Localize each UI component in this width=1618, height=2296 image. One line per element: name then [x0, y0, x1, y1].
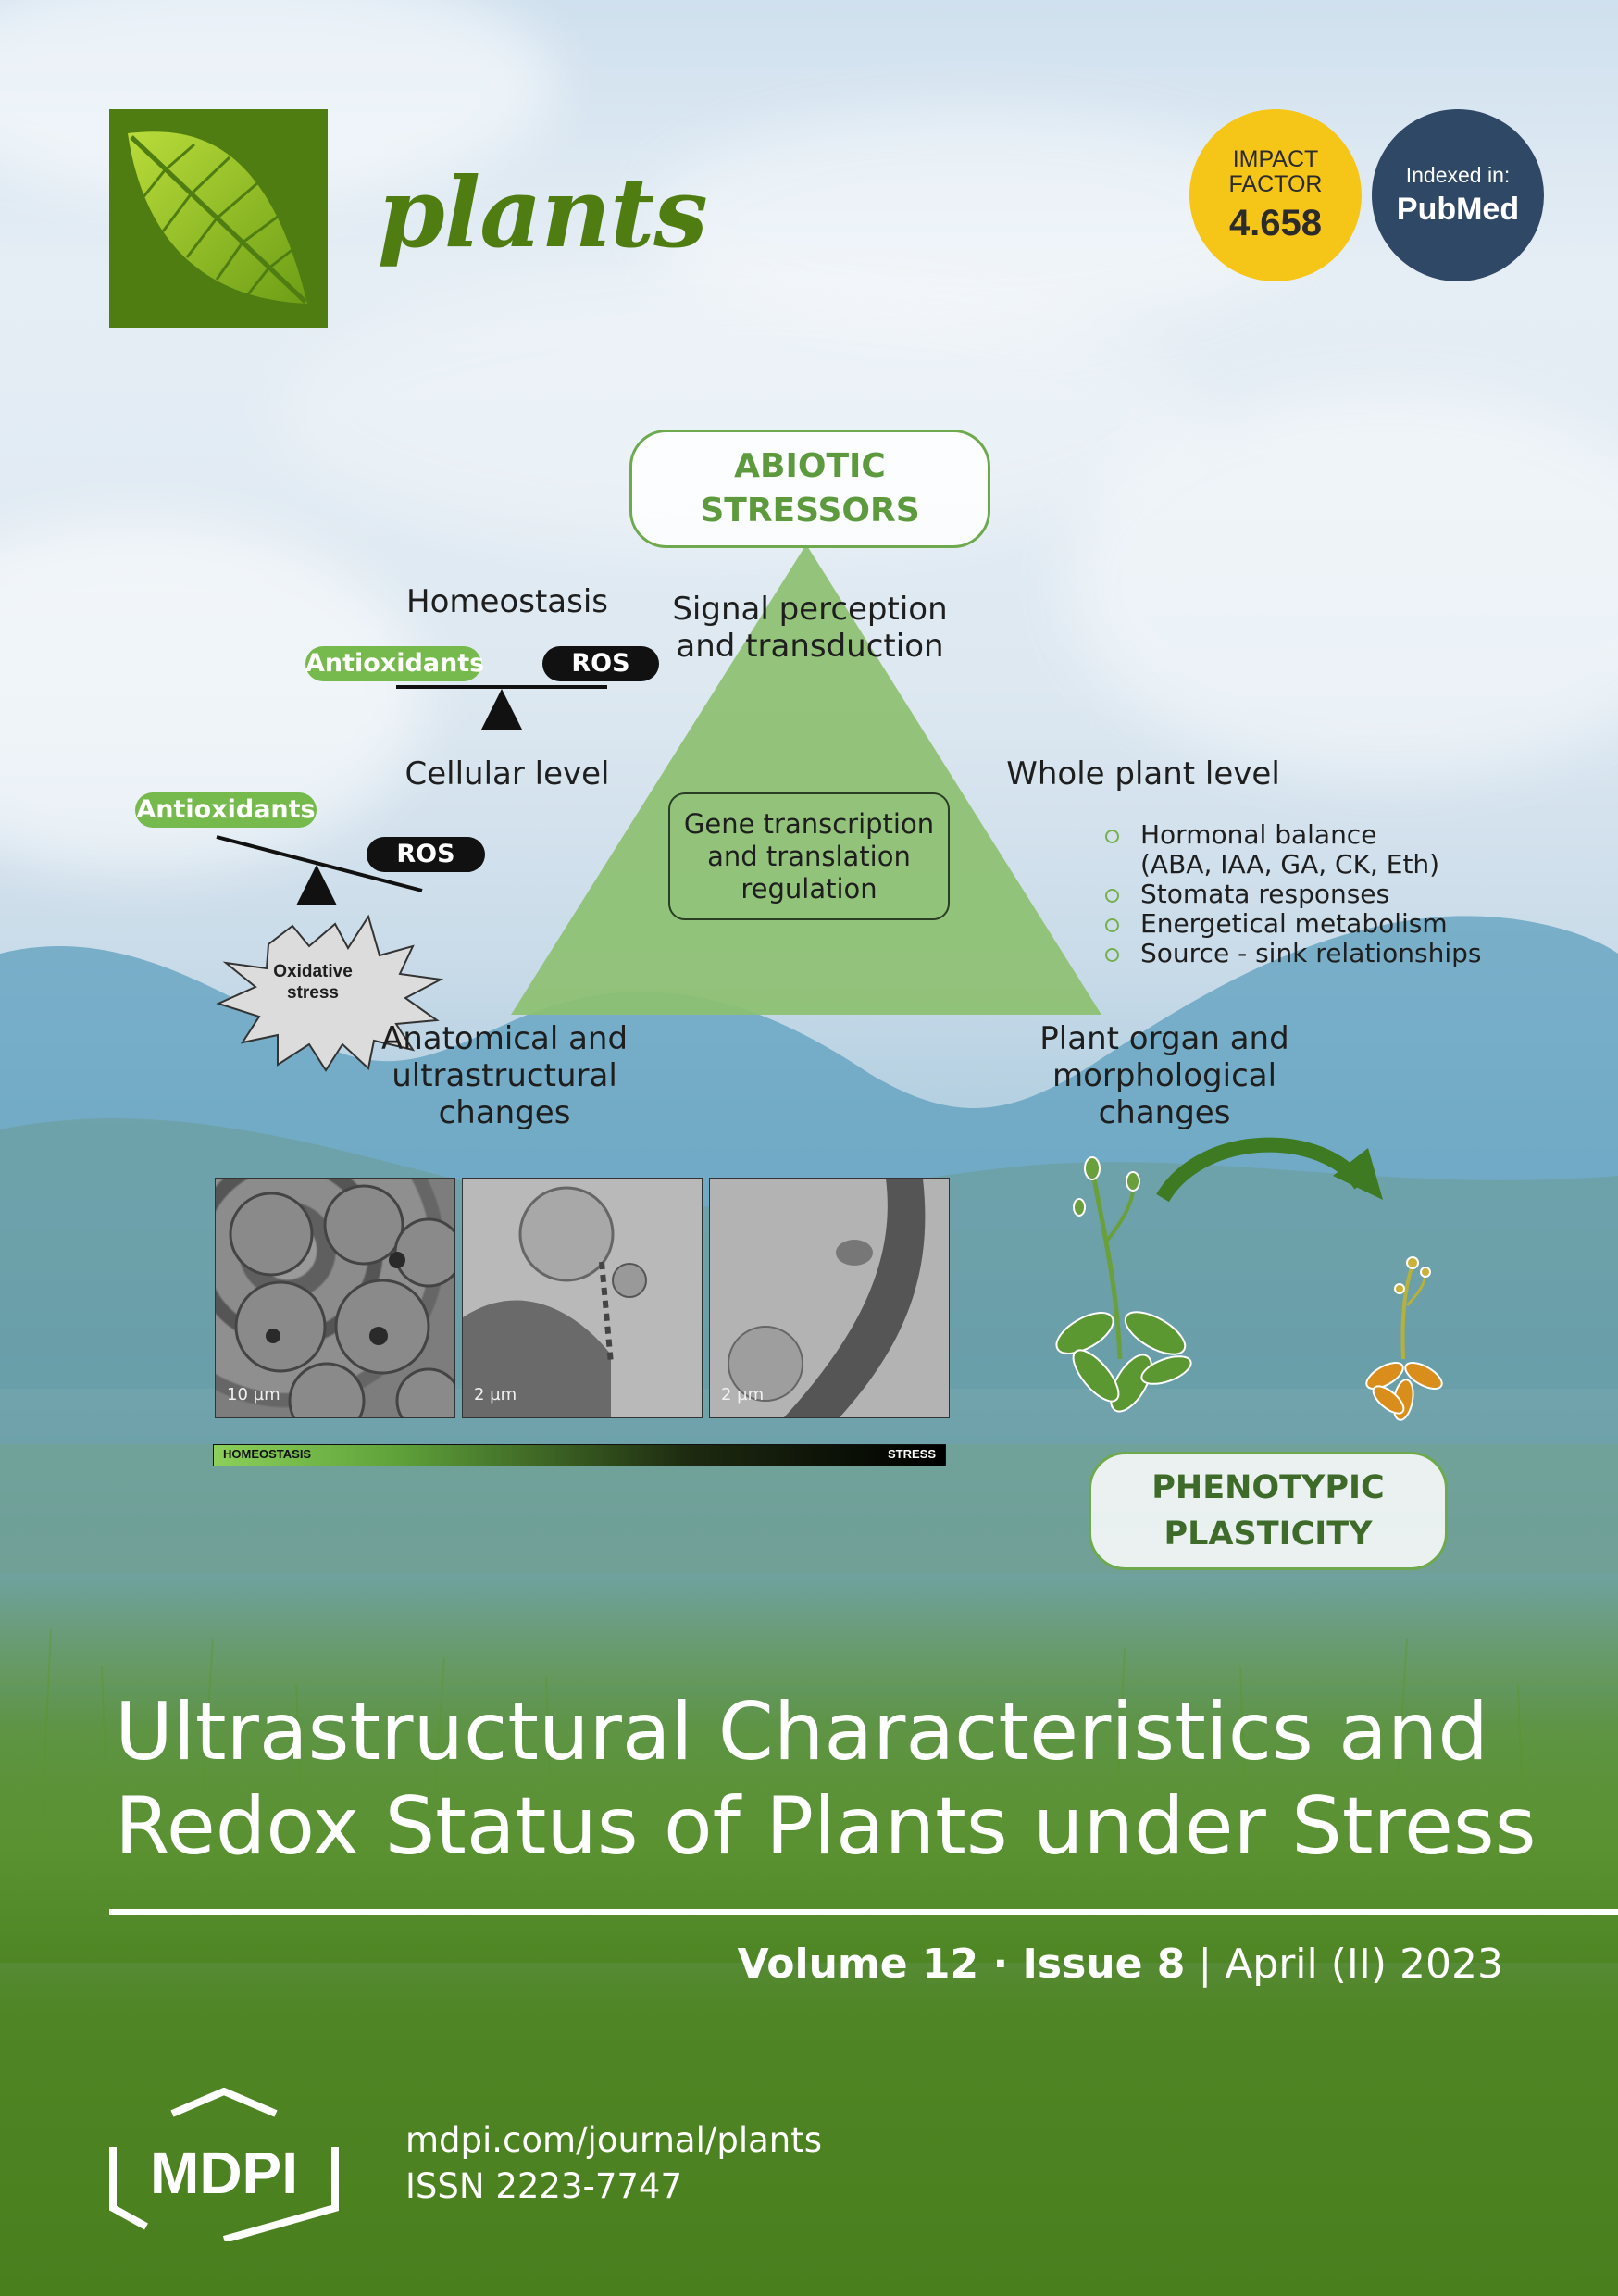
whole-plant-list: Hormonal balance (ABA, IAA, GA, CK, Eth)…: [1101, 820, 1481, 968]
anatomical-line1: Anatomical and: [380, 1020, 629, 1057]
micrograph-2: 2 µm: [462, 1178, 703, 1418]
stressors-line1: ABIOTIC: [734, 447, 886, 485]
micrograph-1-cells: [229, 1184, 454, 1417]
homeostasis-stress-bar: HOMEOSTASIS STRESS: [213, 1444, 946, 1466]
stressors-line2: STRESSORS: [700, 492, 920, 530]
antioxidants-pill-bottom: Antioxidants: [135, 792, 317, 828]
journal-url[interactable]: mdpi.com/journal/plants: [405, 2120, 823, 2160]
anatomical-line3: changes: [438, 1094, 571, 1131]
gradient-right-label: STRESS: [887, 1447, 936, 1461]
list-item-text: Source - sink relationships: [1140, 938, 1482, 968]
whole-plant-level-label: Whole plant level: [1006, 755, 1280, 792]
list-item-text: Stomata responses: [1140, 879, 1390, 909]
mdpi-logo[interactable]: MDPI: [109, 2087, 339, 2243]
micrograph-3: 2 µm: [709, 1178, 950, 1418]
issue-info: Volume 12 · Issue 8 | April (II) 2023: [738, 1940, 1503, 1988]
issn: ISSN 2223-7747: [405, 2166, 682, 2206]
antioxidants-pill-top: Antioxidants: [305, 646, 484, 681]
abiotic-stressors-box: ABIOTIC STRESSORS: [629, 430, 990, 548]
separator-dot: ·: [978, 1940, 1023, 1988]
curved-arrow-icon: [1156, 1137, 1367, 1203]
signal-label: Signal perception and transduction: [648, 591, 972, 665]
divider: |: [1185, 1940, 1226, 1988]
indexed-label: Indexed in:: [1405, 163, 1511, 187]
journal-logo[interactable]: [109, 109, 328, 328]
organ-line2: morphological: [1052, 1057, 1277, 1094]
mdpi-hexagon-icon: MDPI: [109, 2087, 339, 2243]
bullet-icon: [1105, 830, 1119, 843]
gene-line1: Gene transcription: [683, 807, 935, 840]
micrograph-1: 10 µm: [215, 1178, 455, 1418]
signal-line1: Signal perception: [672, 591, 948, 628]
list-item-text: Energetical metabolism: [1140, 908, 1448, 939]
pubmed-badge[interactable]: Indexed in: PubMed: [1372, 109, 1544, 281]
micrograph-3-cells: [728, 1179, 926, 1417]
issue-title: Ultrastructural Characteristics and Redo…: [115, 1685, 1559, 1874]
journal-title: plants: [378, 156, 708, 269]
bullet-icon: [1105, 889, 1119, 903]
gene-regulation-box: Gene transcription and translation regul…: [668, 792, 950, 920]
organ-line1: Plant organ and: [1039, 1020, 1289, 1057]
oxidative-stress-label: Oxidative stress: [255, 961, 370, 1004]
leaf-icon: [128, 131, 307, 304]
stressed-plant-icon: [1365, 1256, 1443, 1421]
list-item: Stomata responses: [1101, 880, 1481, 909]
issue-date: April (II) 2023: [1225, 1940, 1503, 1988]
oxidative-stress-burst: [216, 914, 444, 1072]
title-divider: [109, 1909, 1618, 1915]
ros-pill-bottom: ROS: [367, 837, 485, 872]
pheno-line2: PLASTICITY: [1164, 1516, 1373, 1553]
volume: Volume 12: [737, 1940, 979, 1988]
list-item: Source - sink relationships: [1101, 939, 1481, 968]
scale-label-1: 10 µm: [227, 1385, 280, 1404]
impact-label-line2: FACTOR: [1228, 170, 1323, 197]
pheno-line1: PHENOTYPIC: [1151, 1469, 1385, 1506]
ros-pill-top: ROS: [542, 646, 659, 681]
impact-label-line1: IMPACT: [1232, 145, 1319, 172]
mdpi-wordmark: MDPI: [150, 2140, 298, 2206]
list-item-text: (ABA, IAA, GA, CK, Eth): [1140, 849, 1440, 880]
organ-line3: changes: [1098, 1094, 1231, 1131]
organ-label: Plant organ and morphological changes: [1000, 1020, 1329, 1131]
phenotypic-plasticity-box: PHENOTYPIC PLASTICITY: [1089, 1452, 1448, 1570]
anatomical-line2: ultrastructural: [392, 1057, 617, 1094]
issue-number: Issue 8: [1022, 1940, 1186, 1988]
gene-line2: and translation: [707, 840, 911, 872]
bullet-icon: [1105, 948, 1119, 962]
list-item: Energetical metabolism: [1101, 909, 1481, 939]
title-line2: Redox Status of Plants under Stress: [115, 1780, 1537, 1873]
list-item: Hormonal balance: [1101, 820, 1481, 850]
bullet-icon: [1105, 918, 1119, 932]
micrograph-2-cells: [463, 1186, 647, 1417]
scale-label-2: 2 µm: [474, 1385, 517, 1404]
balance-scale-top: [396, 685, 607, 730]
impact-factor-badge: IMPACT FACTOR 4.658: [1189, 109, 1362, 281]
impact-value: 4.658: [1228, 202, 1323, 243]
list-item-text: Hormonal balance: [1140, 819, 1377, 850]
oxidative-line1: Oxidative: [273, 962, 353, 981]
grass-band: [0, 1574, 1618, 1963]
oxidative-line2: stress: [287, 983, 339, 1003]
stress-triangle: [511, 544, 1101, 1015]
signal-line2: and transduction: [676, 628, 944, 665]
healthy-plant-icon: [1055, 1156, 1192, 1413]
title-line1: Ultrastructural Characteristics and: [115, 1686, 1488, 1778]
gene-line3: regulation: [741, 872, 877, 905]
indexed-value: PubMed: [1396, 192, 1520, 227]
cellular-level-label: Cellular level: [404, 755, 610, 792]
list-item: (ABA, IAA, GA, CK, Eth): [1101, 850, 1481, 880]
balance-scale-bottom: [216, 835, 423, 905]
anatomical-label: Anatomical and ultrastructural changes: [352, 1020, 657, 1131]
gradient-left-label: HOMEOSTASIS: [223, 1447, 312, 1461]
homeostasis-label: Homeostasis: [406, 583, 608, 620]
scale-label-3: 2 µm: [721, 1385, 765, 1404]
